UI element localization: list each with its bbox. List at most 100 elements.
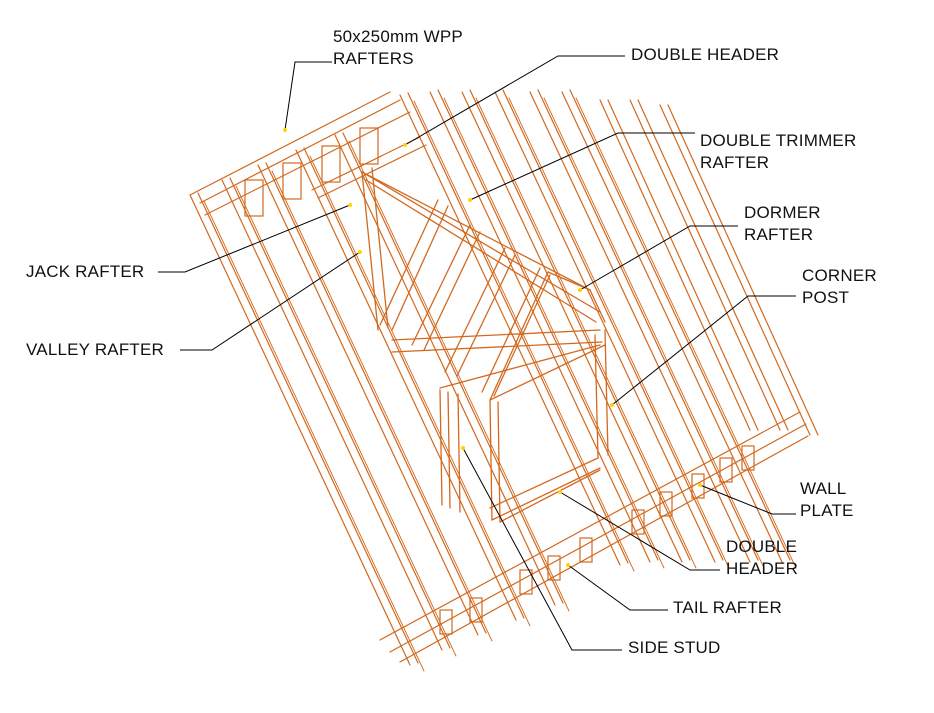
dormer-member <box>371 167 389 329</box>
dormer-member <box>604 329 609 456</box>
dormer-member <box>493 274 551 397</box>
main-rafter-edge <box>543 97 765 569</box>
main-rafter <box>659 104 811 436</box>
main-rafter-edge <box>575 97 797 569</box>
main-rafter-edge <box>475 97 697 569</box>
label-jack-rafter: JACK RAFTER <box>26 262 145 281</box>
main-rafter-edge <box>271 170 493 642</box>
main-rafter-edge <box>469 89 691 561</box>
dormer-member <box>379 199 439 326</box>
leader-tail-rafter <box>567 564 668 611</box>
dormer-member <box>457 393 461 513</box>
leader-valley-rafter <box>180 251 361 351</box>
wall-plate-edge <box>399 435 809 663</box>
dormer-member <box>361 171 379 331</box>
main-rafter-edge <box>265 162 487 634</box>
main-rafter <box>629 99 781 431</box>
dormer-member <box>411 224 471 346</box>
tail-rafter-end <box>439 609 453 635</box>
main-rafter <box>221 179 443 651</box>
main-rafter <box>399 94 621 566</box>
dormer-member <box>391 341 603 353</box>
main-rafter-edge <box>303 147 525 619</box>
dormer-member <box>439 389 443 506</box>
main-rafter <box>599 99 751 431</box>
tail-rafter-end <box>519 569 533 595</box>
main-rafter-edge <box>569 89 791 561</box>
dormer-member <box>391 329 601 341</box>
label-double-header-bottom: DOUBLE HEADER <box>726 537 799 578</box>
tail-rafter-end <box>579 537 593 563</box>
main-rafter-edge <box>235 185 457 657</box>
leader-rafters <box>284 61 332 131</box>
leader-jack-rafter <box>158 204 351 273</box>
main-rafter <box>494 91 716 563</box>
dormer-member <box>489 344 606 401</box>
main-rafter-edge <box>309 155 531 627</box>
ridge-board <box>189 91 391 196</box>
leader-double-header-top <box>404 55 625 146</box>
leader-double-trimmer <box>469 132 695 201</box>
leader-corner-post <box>611 295 796 406</box>
double-header-top <box>311 136 421 191</box>
tail-rafter-end <box>547 555 561 581</box>
main-rafter-edge <box>437 89 659 561</box>
dormer-member <box>594 334 599 459</box>
wall-plate <box>379 411 801 641</box>
leader-marker <box>358 250 362 254</box>
leader-marker <box>348 203 352 207</box>
label-valley-rafter: VALLEY RAFTER <box>26 340 165 359</box>
dormer-member <box>491 467 601 521</box>
main-rafter-edge <box>348 140 570 612</box>
label-side-stud: SIDE STUD <box>628 638 721 657</box>
label-corner-post: CORNER POST <box>802 266 877 307</box>
main-rafter-edge <box>197 192 419 664</box>
label-double-trimmer-rafter: DOUBLE TRIMMER RAFTER <box>700 131 857 172</box>
main-rafter-edge <box>502 89 724 561</box>
main-rafter <box>561 91 783 563</box>
leader-wall-plate <box>699 484 796 515</box>
label-wall-plate: WALL PLATE <box>800 479 854 520</box>
leader-marker <box>558 490 562 494</box>
main-rafter-edge <box>203 200 425 672</box>
ridge-board-edge <box>199 99 401 204</box>
dormer-member <box>444 247 506 373</box>
dormer-member <box>489 457 599 509</box>
main-rafter <box>295 149 517 621</box>
main-rafter <box>189 194 411 666</box>
leader-marker <box>698 483 702 487</box>
leader-double-header-bottom <box>559 491 720 571</box>
main-rafter <box>334 134 556 606</box>
label-rafters: 50x250mm WPP RAFTERS <box>333 27 463 68</box>
dormer-member <box>439 344 601 389</box>
leader-side-stud <box>462 447 622 651</box>
main-rafter-edge <box>413 100 635 572</box>
label-tail-rafter: TAIL RAFTER <box>673 598 782 617</box>
dormer-member <box>497 401 501 523</box>
main-rafter-edge <box>607 99 759 431</box>
tail-rafter-end <box>719 457 733 483</box>
dormer-member <box>481 267 541 393</box>
main-rafter-edge <box>637 99 789 431</box>
tail-rafter-end <box>659 491 673 517</box>
leader-marker <box>283 128 287 132</box>
main-rafter <box>461 91 683 563</box>
dormer-member <box>547 271 591 291</box>
blocking <box>321 145 341 183</box>
tail-rafter-end <box>741 445 755 471</box>
label-double-header-top: DOUBLE HEADER <box>631 45 780 64</box>
main-rafter <box>257 164 479 636</box>
leader-dormer-rafter <box>579 225 738 291</box>
dormer-member <box>361 171 601 313</box>
leader-marker <box>566 563 570 567</box>
main-rafter <box>429 91 651 563</box>
dormer-member <box>447 391 451 509</box>
dormer-member <box>489 399 493 521</box>
main-rafter-edge <box>667 104 819 436</box>
blocking <box>282 162 302 200</box>
dormer-member <box>391 205 449 331</box>
leader-marker <box>461 446 465 450</box>
wall-plate-edge <box>389 423 807 653</box>
main-rafter <box>529 91 751 563</box>
